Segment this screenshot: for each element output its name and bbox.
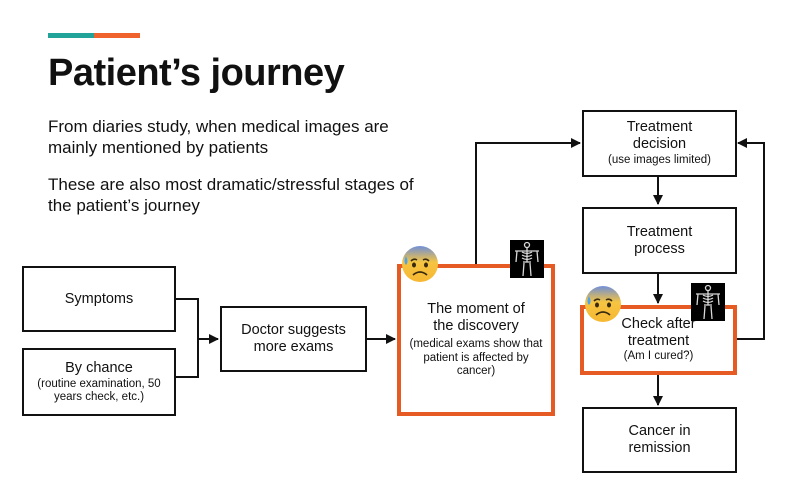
merge-line bbox=[176, 298, 199, 378]
page-title: Patient’s journey bbox=[48, 52, 345, 94]
accent-bar-teal bbox=[48, 33, 94, 38]
node-discovery: The moment of the discovery (medical exa… bbox=[397, 264, 555, 416]
anxious-face-icon bbox=[402, 246, 438, 282]
subtitle-diaries: From diaries study, when medical images … bbox=[48, 117, 389, 157]
node-cancer-remission: Cancer in remission bbox=[582, 407, 737, 473]
arrow-to-decision bbox=[475, 138, 581, 264]
node-doctor-suggests: Doctor suggests more exams bbox=[220, 306, 367, 372]
node-treatment-process: Treatment process bbox=[582, 207, 737, 274]
xray-image-icon bbox=[510, 240, 544, 278]
node-treatment-decision: Treatment decision (use images limited) bbox=[582, 110, 737, 177]
loop-back-arrow bbox=[737, 138, 765, 340]
node-symptoms: Symptoms bbox=[22, 266, 176, 332]
xray-image-icon bbox=[691, 283, 725, 321]
accent-bar-orange bbox=[94, 33, 140, 38]
subtitle-stressful: These are also most dramatic/stressful s… bbox=[48, 175, 414, 215]
anxious-face-icon bbox=[585, 286, 621, 322]
node-by-chance: By chance (routine examination, 50 years… bbox=[22, 348, 176, 416]
